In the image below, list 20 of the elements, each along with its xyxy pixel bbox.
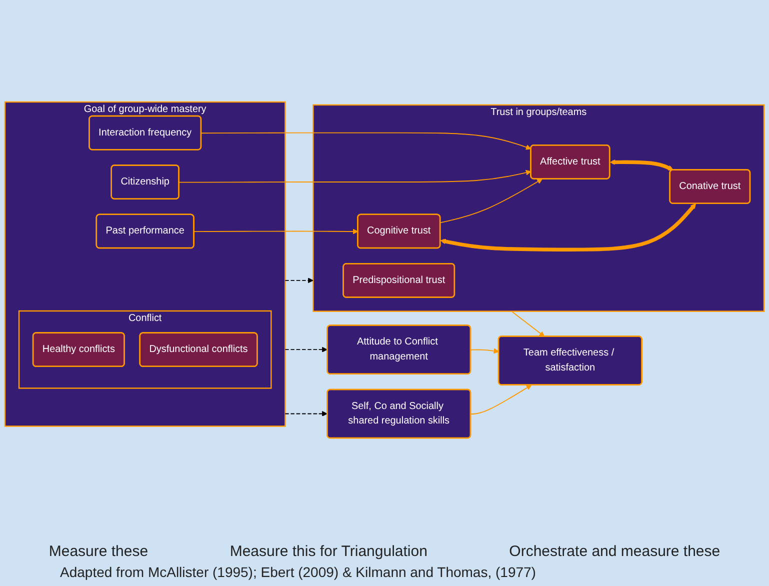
arrow: [284, 347, 328, 353]
arrow: [470, 348, 500, 354]
arrow: [511, 311, 545, 338]
arrow: [470, 385, 532, 415]
arrow: [178, 170, 532, 184]
caption: Adapted from McAllister (1995); Ebert (2009) & Kilmann and Thomas, (1977): [60, 564, 536, 580]
note-text: Measure this for Triangulation: [230, 543, 428, 560]
arrow: [284, 278, 314, 284]
note-text: Orchestrate and measure these: [509, 543, 720, 560]
arrow: [440, 204, 696, 252]
note-text: Measure these: [48, 543, 148, 560]
cluster: [4, 102, 286, 428]
arrow: [284, 411, 328, 417]
arrow: [200, 132, 532, 150]
diagram: Goal of group-wide mastery Trust in groups/teams Interaction frequency Affective trust Citizenship Conative trust Past performance Cognitive trust Predispositional trust Conflict Healthy conflicts Dysfunctional conflicts Attitude to Conflict management Team effectiveness / satisfaction Self, Co and Socially shared regulation skills: [0, 97, 769, 444]
arrow: [610, 160, 674, 172]
cluster: [18, 310, 272, 390]
cluster: [312, 104, 765, 312]
arrow: [440, 179, 542, 224]
arrow: [194, 229, 358, 235]
